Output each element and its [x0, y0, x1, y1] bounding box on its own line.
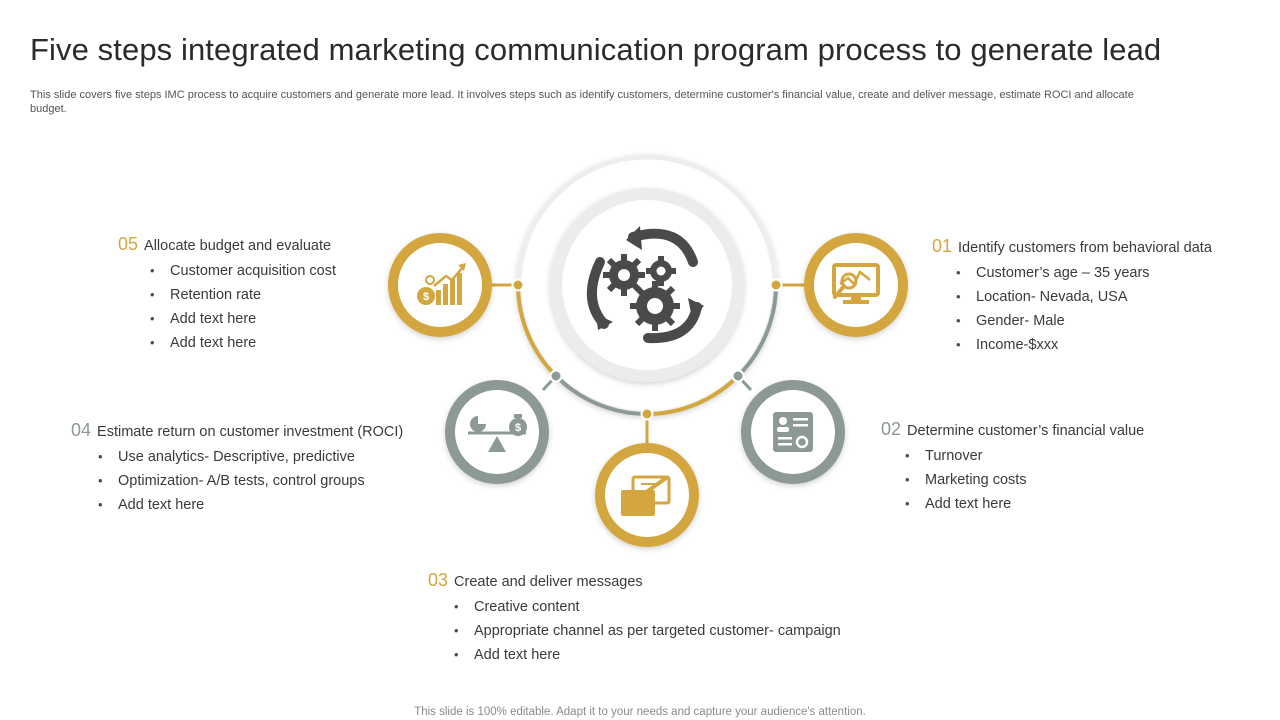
- budget-growth-icon: $: [417, 263, 466, 305]
- connector-dots: [511, 278, 783, 421]
- list-item: Customer’s age – 35 years: [956, 265, 1212, 289]
- connector-arc: [516, 284, 778, 416]
- step-01-title: Identify customers from behavioral data: [958, 240, 1212, 256]
- step-05-number: 05: [118, 234, 139, 254]
- step-02-number: 02: [881, 419, 902, 439]
- step-04-badge: $: [445, 380, 549, 484]
- list-item: Income-$xxx: [956, 337, 1212, 361]
- step-01-badge: [804, 233, 908, 337]
- page-title: Five steps integrated marketing communic…: [30, 32, 1162, 67]
- list-item: Appropriate channel as per targeted cust…: [454, 623, 841, 647]
- step-03-title: Create and deliver messages: [454, 574, 643, 590]
- list-item: Creative content: [454, 599, 841, 623]
- dot-05: [511, 278, 525, 292]
- step-05-title: Allocate budget and evaluate: [144, 238, 332, 254]
- step-03-badge: [595, 443, 699, 547]
- step-03: 03 Create and deliver messages Creative c…: [428, 570, 841, 671]
- step-05-bullets: Customer acquisition cost Retention rate…: [150, 263, 336, 359]
- step-04-number: 04: [71, 420, 92, 440]
- step-05-badge: $: [388, 233, 492, 337]
- step-02-title: Determine customer’s financial value: [907, 423, 1145, 439]
- step-02-heading: 02 Determine customer’s financial value: [881, 419, 1144, 440]
- balance-scale-icon: $: [468, 414, 527, 452]
- list-item: Optimization- A/B tests, control groups: [98, 473, 403, 497]
- step-01-heading: 01 Identify customers from behavioral dat…: [932, 236, 1212, 257]
- svg-text:$: $: [515, 422, 521, 434]
- dot-02: [731, 369, 745, 383]
- step-04-heading: 04 Estimate return on customer investment…: [71, 420, 403, 441]
- step-04-title: Estimate return on customer investment (…: [97, 424, 404, 440]
- list-item: Marketing costs: [905, 472, 1144, 496]
- step-05: 05 Allocate budget and evaluate Customer …: [118, 234, 336, 359]
- svg-text:$: $: [423, 291, 429, 303]
- step-03-number: 03: [428, 570, 449, 590]
- list-item: Gender- Male: [956, 313, 1212, 337]
- list-item: Add text here: [98, 497, 403, 521]
- profile-document-icon: [773, 412, 813, 452]
- inner-ring: [550, 188, 744, 382]
- list-item: Add text here: [150, 311, 336, 335]
- list-item: Use analytics- Descriptive, predictive: [98, 449, 403, 473]
- step-03-heading: 03 Create and deliver messages: [428, 570, 841, 591]
- footer-note: This slide is 100% editable. Adapt it to…: [414, 706, 866, 718]
- list-item: Add text here: [454, 647, 841, 671]
- dot-03: [640, 407, 654, 421]
- list-item: Retention rate: [150, 287, 336, 311]
- arc-segment-1-2: [736, 284, 778, 378]
- step-01-number: 01: [932, 236, 953, 256]
- list-item: Location- Nevada, USA: [956, 289, 1212, 313]
- step-05-heading: 05 Allocate budget and evaluate: [118, 234, 336, 255]
- list-item: Add text here: [905, 496, 1144, 520]
- dot-04: [549, 369, 563, 383]
- step-02: 02 Determine customer’s financial value T…: [881, 419, 1144, 520]
- arc-segment-3-4: [554, 374, 648, 416]
- list-item: Customer acquisition cost: [150, 263, 336, 287]
- center-hub: [516, 154, 778, 416]
- step-03-bullets: Creative content Appropriate channel as …: [454, 599, 841, 671]
- step-02-bullets: Turnover Marketing costs Add text here: [905, 448, 1144, 520]
- step-01: 01 Identify customers from behavioral dat…: [932, 236, 1212, 361]
- monitor-analytics-icon: [832, 263, 880, 304]
- message-edit-icon: [621, 475, 671, 516]
- arc-segment-4-5: [516, 284, 558, 378]
- step-01-bullets: Customer’s age – 35 years Location- Neva…: [956, 265, 1212, 361]
- list-item: Turnover: [905, 448, 1144, 472]
- gears-cycle-icon: [586, 226, 704, 344]
- page-subtitle: This slide covers five steps IMC process…: [30, 89, 1134, 115]
- step-02-badge: [741, 380, 845, 484]
- arc-segment-2-3: [646, 374, 740, 416]
- dot-01: [769, 278, 783, 292]
- step-04-bullets: Use analytics- Descriptive, predictive O…: [98, 449, 403, 521]
- list-item: Add text here: [150, 335, 336, 359]
- step-04: 04 Estimate return on customer investment…: [71, 420, 403, 521]
